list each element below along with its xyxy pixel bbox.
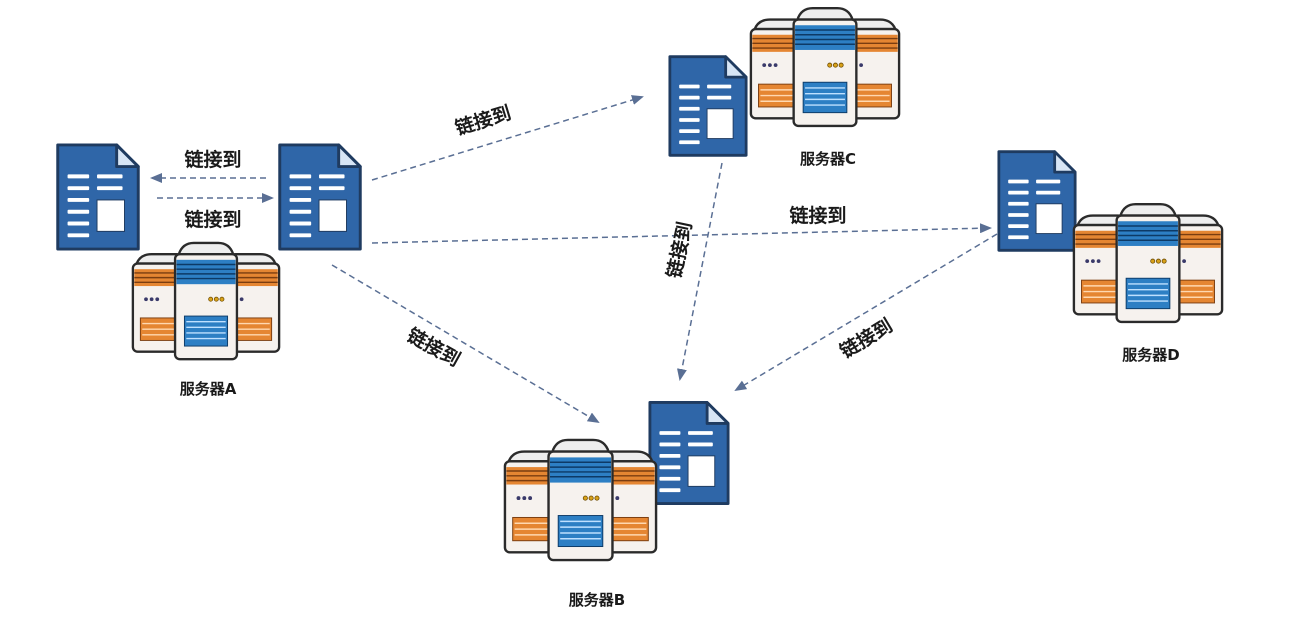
document-icon xyxy=(648,401,730,505)
edge-a-to-d xyxy=(371,223,992,244)
document-icon xyxy=(56,143,140,251)
edge-a-to-b xyxy=(331,264,600,424)
edge-d-to-b xyxy=(734,233,998,392)
node-label-server-a: 服务器A xyxy=(180,380,237,398)
node-label-server-c: 服务器C xyxy=(800,150,856,168)
edge-a-to-c xyxy=(371,95,644,181)
server-rack-icon xyxy=(751,8,899,126)
node-label-server-d: 服务器D xyxy=(1122,346,1179,364)
edge-label: 链接到 xyxy=(403,324,464,372)
node-label-server-b: 服务器B xyxy=(569,591,625,609)
edge-label: 链接到 xyxy=(184,208,241,231)
server-d-node: 服务器D xyxy=(997,150,1222,364)
edge-c-to-b xyxy=(677,162,723,381)
server-b-node: 服务器B xyxy=(505,401,730,609)
edge-label: 链接到 xyxy=(789,204,846,227)
edge-label: 链接到 xyxy=(836,314,897,363)
server-rack-icon xyxy=(505,440,656,560)
edge-label: 链接到 xyxy=(184,148,241,171)
server-rack-icon xyxy=(133,243,279,359)
edge-label: 链接到 xyxy=(662,220,696,281)
document-icon xyxy=(278,143,362,251)
server-rack-icon xyxy=(1074,204,1222,322)
server-c-node: 服务器C xyxy=(668,8,899,168)
document-icon xyxy=(668,55,748,157)
document-icon xyxy=(997,150,1077,252)
server-a-node: 服务器A xyxy=(56,143,362,398)
edge-label: 链接到 xyxy=(453,101,514,140)
